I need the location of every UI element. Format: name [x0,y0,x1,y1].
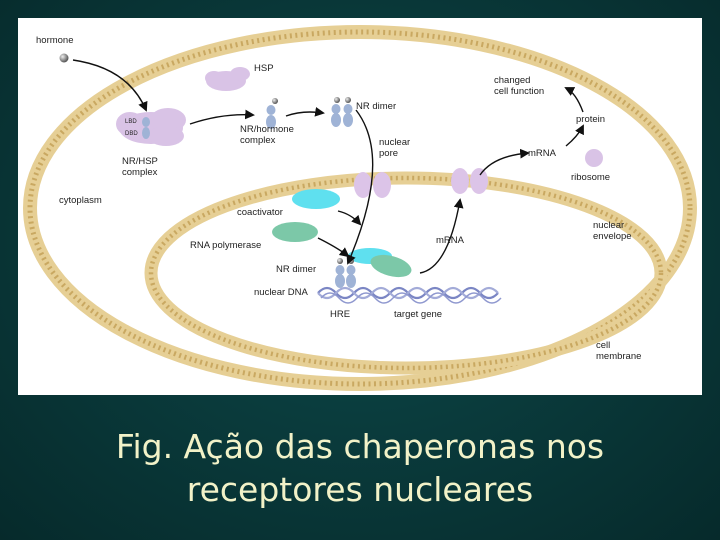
label-hsp: HSP [254,63,274,74]
nuclear-dna-helix [317,286,502,304]
hormone-molecule [59,53,69,63]
nuclear-envelope [144,171,668,375]
label-nr-hsp-complex: NR/HSP complex [122,156,158,178]
label-mrna-cytoplasm: mRNA [528,148,556,159]
label-cytoplasm: cytoplasm [59,195,102,206]
label-changed-cell-function: changed cell function [494,75,545,97]
label-hormone: hormone [36,35,74,46]
diagram-graphics [23,25,697,391]
nuclear-pore-right [451,168,488,194]
label-coactivator: coactivator [237,207,283,218]
label-lbd: LBD [125,119,137,125]
coactivator [292,189,340,209]
label-mrna-nucleus: mRNA [436,235,464,246]
nr-hsp-complex [116,108,186,146]
label-ribosome: ribosome [571,172,611,183]
cell-diagram: hormone HSP NR dimer LBD DBD NR/HSP comp… [18,18,702,395]
nr-hormone-complex [266,98,278,129]
label-nuclear-envelope: nuclear envelope [593,220,632,242]
label-cell-membrane: cell membrane [596,340,642,362]
caption-line-1: Fig. Ação das chaperonas nos [115,427,605,466]
label-nuclear-pore: nuclear pore [379,137,411,159]
slide-caption: Fig. Ação das chaperonas nos receptores … [0,425,720,511]
label-nr-hormone-complex: NR/hormone complex [240,124,294,146]
nr-dimer-bottom [335,248,412,288]
ribosome [585,149,603,167]
pathway-arrows [72,59,584,274]
label-rna-polymerase: RNA polymerase [190,240,262,251]
rna-polymerase [272,222,318,242]
label-dbd: DBD [125,131,138,137]
caption-line-2: receptores nucleares [186,470,534,509]
hsp-cloud [205,67,250,91]
cell-membrane [23,25,697,391]
label-protein: protein [576,114,606,125]
label-nr-dimer-bottom: NR dimer [276,264,317,275]
nr-dimer-top [331,97,353,127]
label-nr-dimer-top: NR dimer [356,101,397,112]
nuclear-pore-left [354,172,391,198]
label-nuclear-dna: nuclear DNA [254,287,308,298]
label-target-gene: target gene [394,309,443,320]
label-hre: HRE [330,309,351,320]
